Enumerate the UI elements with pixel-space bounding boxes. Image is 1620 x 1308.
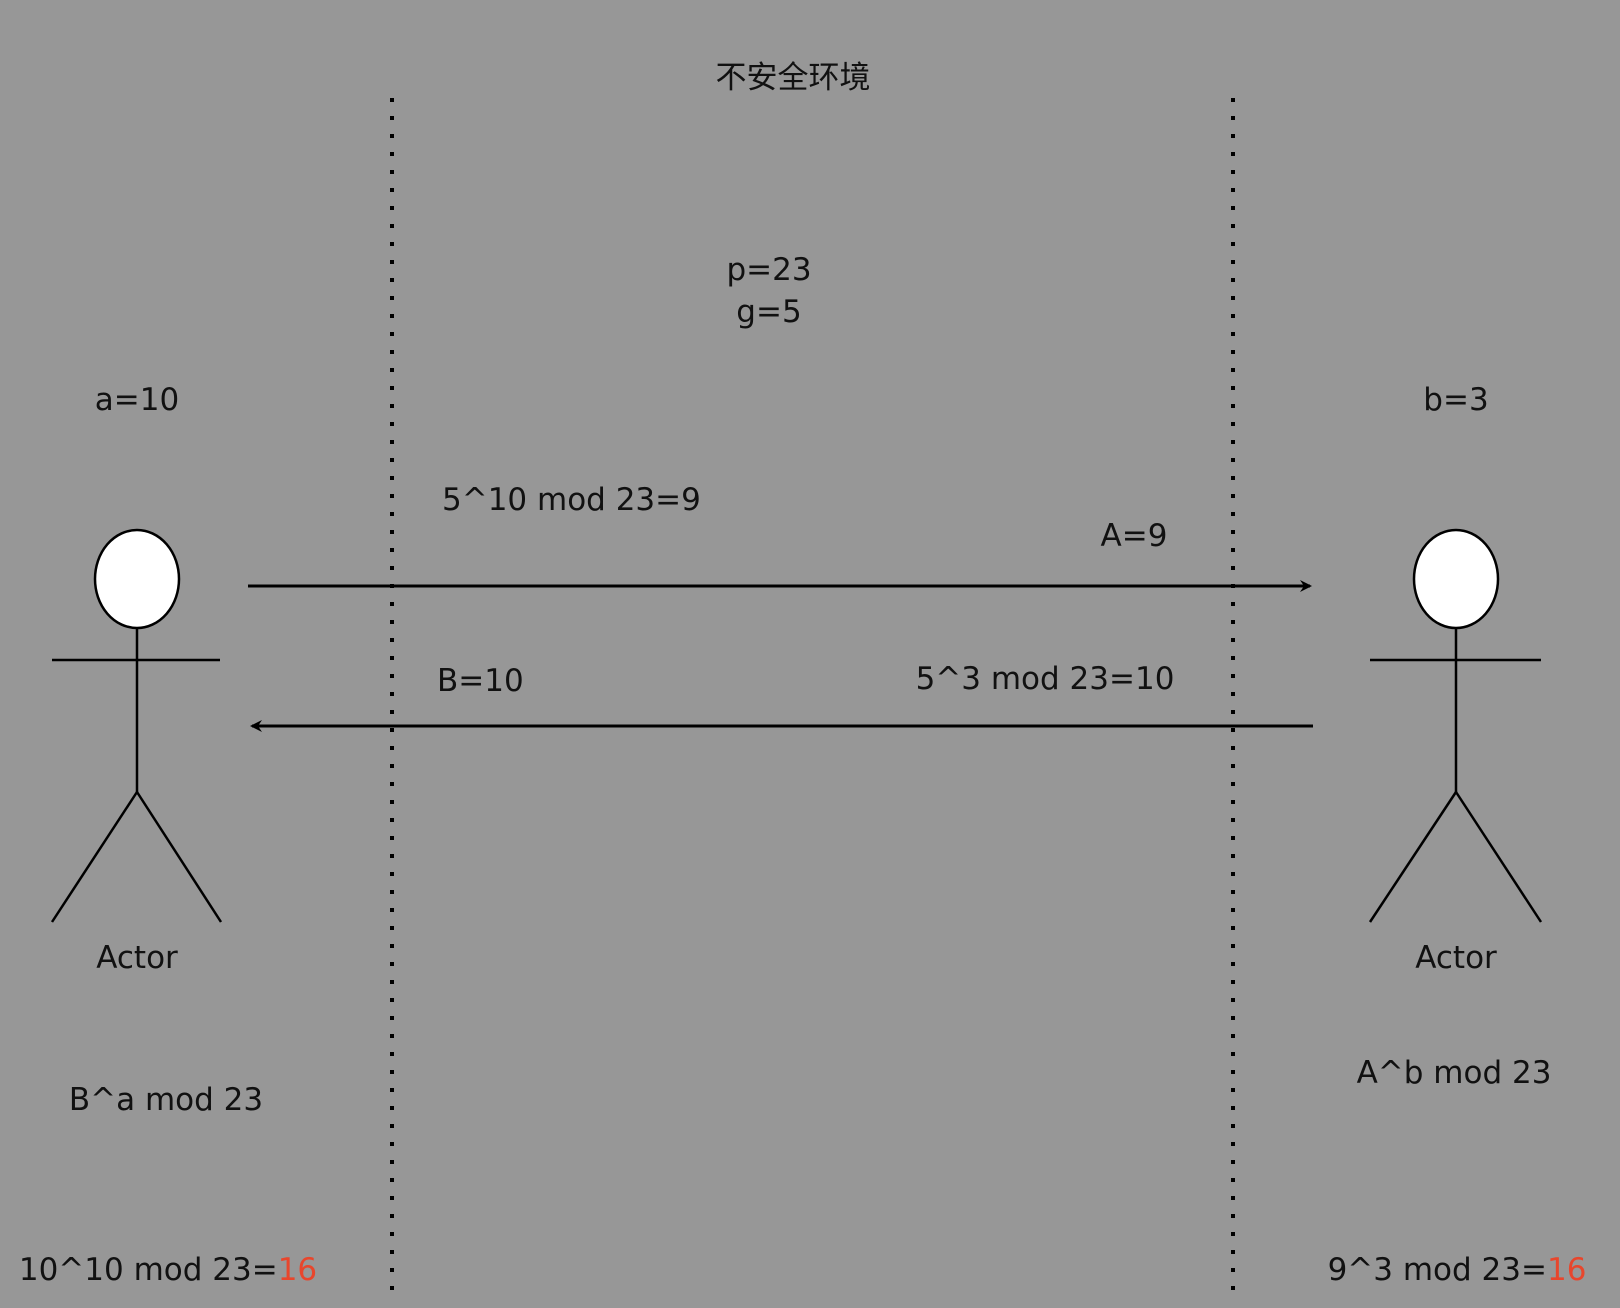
left-actor-formula: B^a mod 23 (68, 1082, 264, 1118)
left-actor-result: 10^10 mod 23=16 (19, 1250, 317, 1290)
left-actor-leg-right (135, 791, 223, 923)
left-actor-head (93, 528, 181, 630)
message-2-value-label: B=10 (437, 663, 524, 699)
right-actor-head (1412, 528, 1500, 630)
right-actor-name: Actor (1415, 940, 1497, 976)
right-actor-leg-left (1368, 791, 1458, 923)
left-actor-shared-key: 16 (277, 1252, 318, 1288)
left-actor-result-expression: 10^10 mod 23= (18, 1252, 278, 1288)
diagram-title: 不安全环境 (715, 60, 871, 96)
message-2-computation: 5^3 mod 23=10 (915, 661, 1175, 697)
right-actor-shared-key: 16 (1546, 1252, 1587, 1288)
right-actor-leg-right (1454, 791, 1543, 923)
right-actor-secret: b=3 (1423, 382, 1489, 418)
left-actor-secret: a=10 (94, 382, 180, 418)
right-actor-result-expression: 9^3 mod 23= (1327, 1252, 1547, 1288)
left-actor-leg-left (50, 791, 139, 923)
left-actor-name: Actor (96, 940, 178, 976)
message-1-computation: 5^10 mod 23=9 (442, 482, 701, 518)
right-actor-formula: A^b mod 23 (1356, 1055, 1552, 1091)
public-param-p: p=23 (726, 252, 812, 288)
public-param-g: g=5 (736, 294, 802, 330)
right-actor-result: 9^3 mod 23=16 (1328, 1250, 1587, 1290)
message-1-value-label: A=9 (1100, 518, 1168, 554)
left-actor-figure (50, 528, 223, 923)
right-actor-figure (1368, 528, 1543, 923)
